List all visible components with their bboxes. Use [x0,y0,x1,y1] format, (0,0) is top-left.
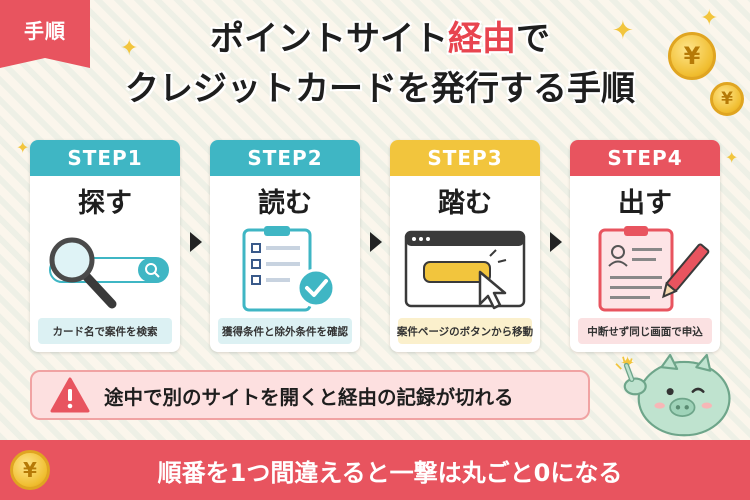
checklist-clipboard-illustration [242,226,336,312]
search-bar-illustration [49,237,169,309]
yen-coin-icon: ¥ [10,450,50,490]
step-arrow-icon [190,232,202,252]
step-card-2: STEP2 読む 獲得条件と除外条件を確認 [210,140,360,352]
title-highlight: 経由 [448,19,516,59]
step-card-3: STEP3 踏む 案件ページのボタンから移動 [390,140,540,352]
warning-icon [50,377,90,413]
step-verb: 踏む [438,188,492,219]
warning-text: 途中で別のサイトを開くと経由の記録が切れる [104,385,514,409]
warning-box: 途中で別のサイトを開くと経由の記録が切れる [30,370,590,420]
step-card-4: STEP4 出す 中断せず同じ画面で申込 [570,140,720,352]
sparkle-icon: ✦ [612,16,634,46]
page-title: ポイントサイト経由で クレジットカードを発行する手順 [80,14,680,114]
title-line1-pre: ポイントサイト [210,19,448,59]
sparkle-icon: ✦ [16,138,30,157]
step-caption: カード名で案件を検索 [38,318,172,344]
piggy-bank-mascot-icon [615,353,731,437]
step-verb: 出す [618,188,672,219]
step-arrow-icon [370,232,382,252]
title-line2: クレジットカードを発行する手順 [125,69,635,109]
step-label: STEP3 [390,140,540,176]
step-card-1: STEP1 探す カード名で案件を検索 [30,140,180,352]
sparkle-icon: ✦ [700,6,719,31]
bottom-banner: ¥ 順番を1つ間違えると一撃は丸ごと0になる [0,440,750,500]
step-caption: 案件ページのボタンから移動 [397,318,533,344]
step-label: STEP1 [30,140,180,176]
step-label: STEP2 [210,140,360,176]
yen-coin-icon: ¥ [710,82,744,116]
sparkle-icon: ✦ [725,148,739,167]
browser-click-illustration [404,230,526,310]
steps-row: STEP1 探す カード名で案件を検索 STEP2 読む 獲得条件と除 [30,140,720,355]
step-verb: 探す [78,188,132,219]
step-caption: 中断せず同じ画面で申込 [578,318,712,344]
step-label: STEP4 [570,140,720,176]
yen-coin-icon: ¥ [668,32,716,80]
step-arrow-icon [550,232,562,252]
sparkle-icon: ✦ [120,36,139,61]
step-caption: 獲得条件と除外条件を確認 [218,318,352,344]
banner-text: 順番を1つ間違えると一撃は丸ごと0になる [157,458,623,487]
step-verb: 読む [258,188,312,219]
title-line1-post: で [516,19,550,59]
application-form-illustration [598,226,710,312]
steps-tag: 手順 [0,0,90,68]
